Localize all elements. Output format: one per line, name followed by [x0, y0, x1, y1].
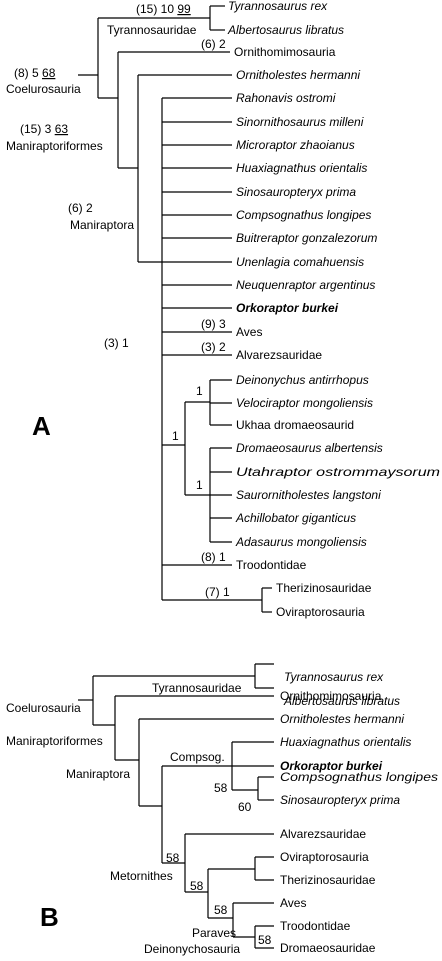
taxon-label: Adasaurus mongoliensis [235, 535, 367, 549]
panel-label-a: A [32, 411, 51, 441]
taxon-label: Saurornitholestes langstoni [236, 488, 381, 502]
tree-b-branches [78, 663, 274, 949]
taxon-label: Aves [236, 325, 262, 339]
support-value: 1 [196, 478, 203, 492]
taxon-label: Achillobator giganticus [235, 511, 356, 525]
support-value: (15) 3 63 [20, 122, 68, 136]
taxon-label: Velociraptor mongoliensis [236, 396, 373, 410]
support-value: (7) 1 [205, 585, 230, 599]
clade-label-tyrannosauridae: Tyrannosauridae [107, 23, 197, 37]
support-value: (8) 1 [201, 550, 226, 564]
support-value: 58 [190, 879, 204, 893]
clade-label-coelurosauria: Coelurosauria [6, 701, 81, 715]
clade-label-coelurosauria: Coelurosauria [6, 82, 81, 96]
taxon-label: Unenlagia comahuensis [236, 255, 364, 269]
support-value: 1 [196, 384, 203, 398]
support-value: (6) 2 [68, 201, 93, 215]
taxon-label: Oviraptorosauria [276, 605, 365, 619]
tree-a-annotations: (15) 10 99 Tyrannosauridae (8) 5 68 Coel… [6, 2, 230, 599]
taxon-label: Albertosaurus libratus [227, 23, 344, 37]
clade-label-maniraptora: Maniraptora [70, 218, 134, 232]
taxon-label: Ornitholestes hermanni [280, 712, 404, 726]
support-value: (9) 3 [201, 317, 226, 331]
support-value: (3) 2 [201, 340, 226, 354]
taxon-label: Alvarezsauridae [280, 827, 366, 841]
tree-b-taxa: Tyrannosaurus rex Albertosaurus libratus [283, 670, 400, 708]
taxon-label: Sinosauropteryx prima [236, 185, 356, 199]
panel-label-b: B [40, 902, 59, 932]
taxon-label: Dromaeosaurus albertensis [236, 441, 383, 455]
support-value: (8) 5 68 [14, 66, 56, 80]
taxon-label: Sinornithosaurus milleni [236, 115, 364, 129]
support-value: (6) 2 [201, 37, 226, 51]
taxon-label: Troodontidae [236, 558, 307, 572]
taxon-label: Microraptor zhaoianus [236, 138, 355, 152]
clade-label-metornithes: Metornithes [110, 869, 173, 883]
taxon-label: Huaxiagnathus orientalis [280, 735, 411, 749]
taxon-label: Ukhaa dromaeosaurid [236, 418, 354, 432]
taxon-label: Buitreraptor gonzalezorum [236, 231, 377, 245]
taxon-label: Compsognathus longipes [236, 208, 371, 222]
clade-label-paraves: Paraves [192, 926, 236, 940]
taxon-label: Compsognathus longipes [280, 770, 438, 784]
taxon-label: Ornithomimosauria [234, 45, 336, 59]
taxon-label: Orkoraptor burkei [280, 759, 383, 773]
taxon-label: Neuquenraptor argentinus [236, 278, 375, 292]
taxon-label: Utahraptor ostrommaysorum [236, 465, 440, 479]
support-value: (15) 10 99 [136, 2, 191, 16]
taxon-label: Albertosaurus libratus [283, 694, 400, 708]
support-value: 58 [214, 903, 228, 917]
tree-a-branches [78, 5, 272, 613]
taxon-label: Alvarezsauridae [236, 348, 322, 362]
taxon-label: Rahonavis ostromi [236, 91, 336, 105]
taxon-label: Deinonychus antirrhopus [236, 373, 369, 387]
support-value: 1 [172, 429, 179, 443]
support-value: 58 [258, 933, 272, 947]
taxon-label: Oviraptorosauria [280, 850, 369, 864]
taxon-label: Huaxiagnathus orientalis [236, 161, 367, 175]
taxon-label: Tyrannosaurus rex [228, 0, 328, 13]
clade-label-maniraptoriformes: Maniraptoriformes [6, 734, 103, 748]
support-value: (3) 1 [104, 336, 129, 350]
clade-label-deinonychosauria: Deinonychosauria [144, 942, 240, 956]
tree-b-taxa-main: Ornithomimosauria Ornitholestes hermanni… [280, 689, 438, 955]
support-value: 58 [214, 781, 228, 795]
taxon-label: Ornithomimosauria [280, 689, 382, 703]
tree-a-taxa: Tyrannosaurus rex Albertosaurus libratus… [227, 0, 440, 619]
taxon-label: Aves [280, 896, 306, 910]
taxon-label: Therizinosauridae [280, 873, 376, 887]
taxon-label: Troodontidae [280, 919, 351, 933]
taxon-label: Ornitholestes hermanni [236, 68, 360, 82]
taxon-label: Therizinosauridae [276, 581, 372, 595]
taxon-label: Dromaeosauridae [280, 941, 376, 955]
clade-label-tyrannosauridae: Tyrannosauridae [152, 681, 242, 695]
taxon-label: Sinosauropteryx prima [280, 793, 400, 807]
support-value: 58 [166, 851, 180, 865]
clade-label-compsog: Compsog. [170, 750, 225, 764]
support-value: 60 [238, 800, 252, 814]
taxon-label: Orkoraptor burkei [236, 301, 339, 315]
taxon-label: Tyrannosaurus rex [284, 670, 384, 684]
tree-b-annotations: Tyrannosauridae Coelurosauria Maniraptor… [6, 681, 272, 956]
clade-label-maniraptoriformes: Maniraptoriformes [6, 139, 103, 153]
clade-label-maniraptora: Maniraptora [66, 767, 130, 781]
